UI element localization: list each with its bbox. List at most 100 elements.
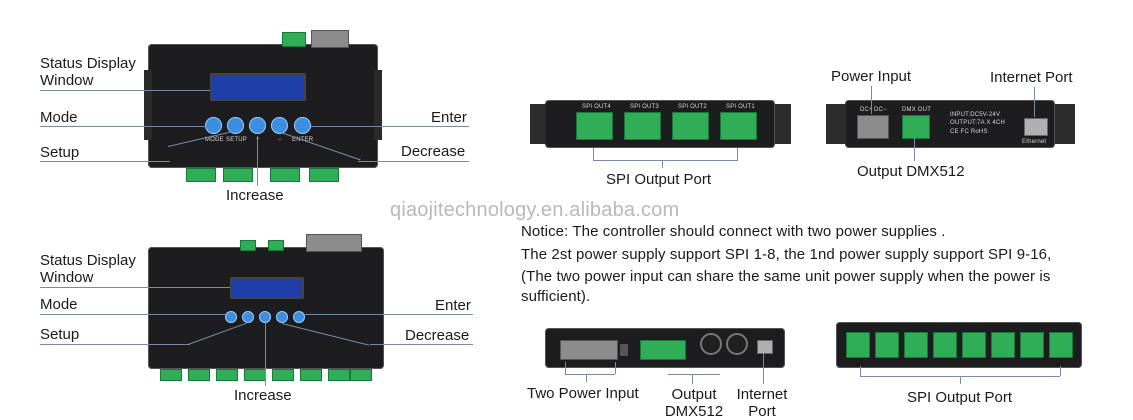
bottom-terminal-4 [244, 369, 266, 381]
ethernet-label: Ethernet [1022, 139, 1047, 145]
bottom-terminal-1 [186, 168, 216, 182]
spi-panel-ear-right [775, 104, 791, 144]
leader-setup [40, 161, 170, 162]
status-display-lcd [230, 277, 304, 299]
controller-body-top [148, 44, 378, 168]
spi-bracket-16ch-right [1060, 366, 1061, 376]
label-spi-output-port-bottom: SPI Output Port [907, 389, 1013, 406]
bottom-terminal-5 [272, 369, 294, 381]
power-input-terminal-1 [560, 340, 618, 360]
bottom-terminal-7 [328, 369, 350, 381]
leader-status-display-2 [40, 287, 230, 288]
two-power-bracket-left [565, 362, 566, 374]
btn-caption-minus: − [278, 137, 282, 143]
bottom-terminal-3 [270, 168, 300, 182]
spi-port-16ch-8 [1049, 332, 1073, 358]
bottom-terminal-4 [309, 168, 339, 182]
label-mode: Mode [40, 109, 78, 126]
increase-button[interactable] [259, 311, 271, 323]
btn-caption-setup: SETUP [226, 137, 248, 143]
label-spi-output-port-top: SPI Output Port [606, 171, 712, 188]
leader-increase [257, 136, 258, 186]
label-increase: Increase [226, 187, 284, 204]
increase-button[interactable] [249, 117, 266, 134]
leader-status-display [40, 90, 210, 91]
two-power-bracket-right [615, 362, 616, 374]
label-two-power-input: Two Power Input [527, 385, 639, 402]
spi-panel-ear-left [530, 104, 546, 144]
top-terminal-green [282, 32, 306, 47]
power-panel-ear-left [826, 104, 846, 144]
spi-port-16ch-6 [991, 332, 1015, 358]
spi-port-1 [720, 112, 757, 140]
label-output-dmx512-top: Output DMX512 [857, 163, 965, 180]
spi-port-16ch-5 [962, 332, 986, 358]
spi-bracket-center [662, 160, 663, 168]
dmx-din-port-2 [726, 333, 748, 355]
top-terminal-green-1 [240, 240, 256, 251]
notice-line-2: The 2st power supply support SPI 1-8, th… [521, 246, 1052, 263]
leader-internet-port [1034, 87, 1035, 117]
label-increase-2: Increase [234, 387, 292, 404]
leader-decrease-2 [370, 344, 473, 345]
spi-bracket [593, 160, 737, 161]
dmx-out-label: DMX OUT [902, 107, 932, 113]
spi-port-16ch-4 [933, 332, 957, 358]
watermark: qiaojitechnology.en.alibaba.com [390, 199, 680, 221]
top-terminal-gray [311, 30, 349, 48]
bottom-terminal-6 [300, 369, 322, 381]
dc-minus-label: DC− [874, 107, 887, 113]
setup-button[interactable] [227, 117, 244, 134]
status-display-lcd [210, 73, 306, 101]
spi-bracket-16ch-left [860, 366, 861, 376]
decrease-button[interactable] [276, 311, 288, 323]
spi-port-2 [672, 112, 709, 140]
dmx-bracket [668, 374, 720, 375]
cert-marks: CE FC RoHS [950, 129, 988, 135]
notice-line-3: (The two power input can share the same … [521, 268, 1051, 305]
controller-body-bottom [148, 247, 384, 369]
spi-bracket-right [737, 148, 738, 161]
enter-button[interactable] [293, 311, 305, 323]
dmx-din-port-1 [700, 333, 722, 355]
power-input-terminal [857, 115, 889, 139]
ethernet-port-16ch [757, 340, 773, 354]
bottom-terminal-3 [216, 369, 238, 381]
leader-decrease [358, 161, 469, 162]
leader-mode [40, 126, 206, 127]
dmx-bracket-center [692, 374, 693, 384]
spi-port-4 [576, 112, 613, 140]
setup-button[interactable] [242, 311, 254, 323]
notice-line-1: Notice: The controller should connect wi… [521, 223, 946, 240]
label-enter: Enter [431, 109, 467, 126]
spi-bracket-16ch-center [960, 376, 961, 384]
leader-increase-2 [265, 323, 266, 386]
spi-port-3 [624, 112, 661, 140]
mount-ear-right [374, 70, 382, 140]
spi-bracket-left [593, 148, 594, 161]
power-terminal-gray [306, 234, 362, 252]
spi-port-16ch-3 [904, 332, 928, 358]
leader-internet-port-bottom [763, 353, 764, 384]
bottom-terminal-2 [188, 369, 210, 381]
decrease-button[interactable] [271, 117, 288, 134]
two-power-bracket-center [586, 374, 587, 382]
dc-plus-label: DC+ [860, 107, 873, 113]
bottom-terminal-2 [223, 168, 253, 182]
leader-mode-2 [40, 314, 226, 315]
label-setup: Setup [40, 144, 80, 161]
dmx-output-terminal [902, 115, 930, 139]
leader-output-dmx512-top [914, 137, 915, 161]
power-switch [620, 344, 628, 356]
spi-port-16ch-7 [1020, 332, 1044, 358]
leader-enter-2 [305, 314, 473, 315]
ethernet-port [1024, 118, 1048, 136]
spi-port-16ch-2 [875, 332, 899, 358]
spi-tab-4: SPI OUT4 [582, 104, 611, 110]
leader-setup-2 [40, 344, 190, 345]
leader-power-input [871, 86, 872, 114]
input-spec: INPUT:DC5V-24V [950, 112, 1001, 118]
mode-button[interactable] [205, 117, 222, 134]
mode-button[interactable] [225, 311, 237, 323]
enter-button[interactable] [294, 117, 311, 134]
